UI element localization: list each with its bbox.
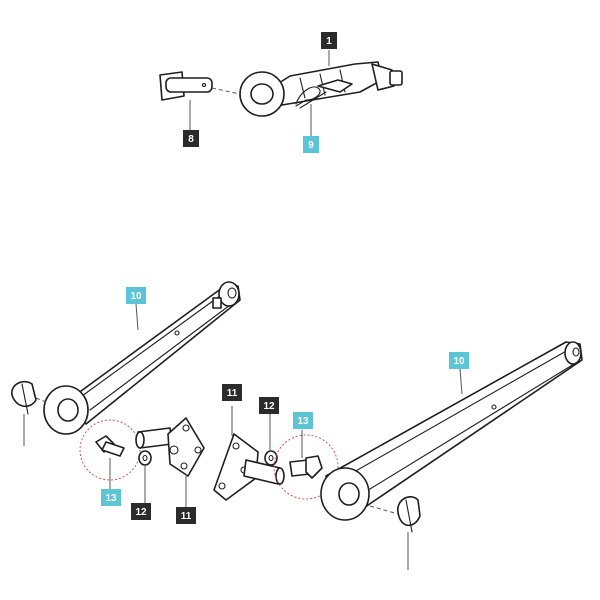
- callout-1: 1: [321, 32, 337, 49]
- svg-text:1: 1: [326, 36, 332, 47]
- callout-12-right: 12: [259, 397, 279, 414]
- left-bolt: [95, 435, 125, 457]
- svg-text:11: 11: [181, 511, 192, 522]
- svg-text:12: 12: [263, 401, 275, 412]
- left-flange-pin: [135, 417, 205, 477]
- callout-11-left: 11: [176, 507, 196, 524]
- right-flange-pin: [213, 433, 285, 501]
- top-link-pin: [159, 71, 241, 101]
- left-washer: [138, 450, 152, 466]
- svg-text:10: 10: [453, 356, 465, 367]
- callout-12-left: 12: [131, 503, 151, 520]
- svg-text:13: 13: [105, 493, 117, 504]
- linch-pin-clip: [295, 86, 327, 109]
- svg-text:13: 13: [297, 416, 309, 427]
- callout-13-left: 13: [101, 489, 121, 506]
- callout-13-right: 13: [293, 412, 313, 429]
- svg-text:9: 9: [308, 140, 314, 151]
- callout-11-right: 11: [222, 384, 242, 401]
- right-bolt: [289, 455, 323, 479]
- callout-8: 8: [183, 130, 199, 147]
- right-washer: [264, 450, 278, 466]
- top-link-assembly: [239, 61, 403, 117]
- svg-text:12: 12: [135, 507, 147, 518]
- callout-9: 9: [303, 136, 319, 153]
- svg-text:11: 11: [227, 388, 238, 399]
- callout-10-right: 10: [449, 352, 469, 369]
- left-linch-pin: [11, 380, 47, 446]
- callout-10-left: 10: [126, 287, 146, 304]
- svg-text:8: 8: [188, 134, 194, 145]
- right-lower-link: [320, 341, 583, 521]
- left-lower-link: [43, 281, 241, 435]
- svg-text:10: 10: [130, 291, 142, 302]
- right-linch-pin: [369, 496, 421, 570]
